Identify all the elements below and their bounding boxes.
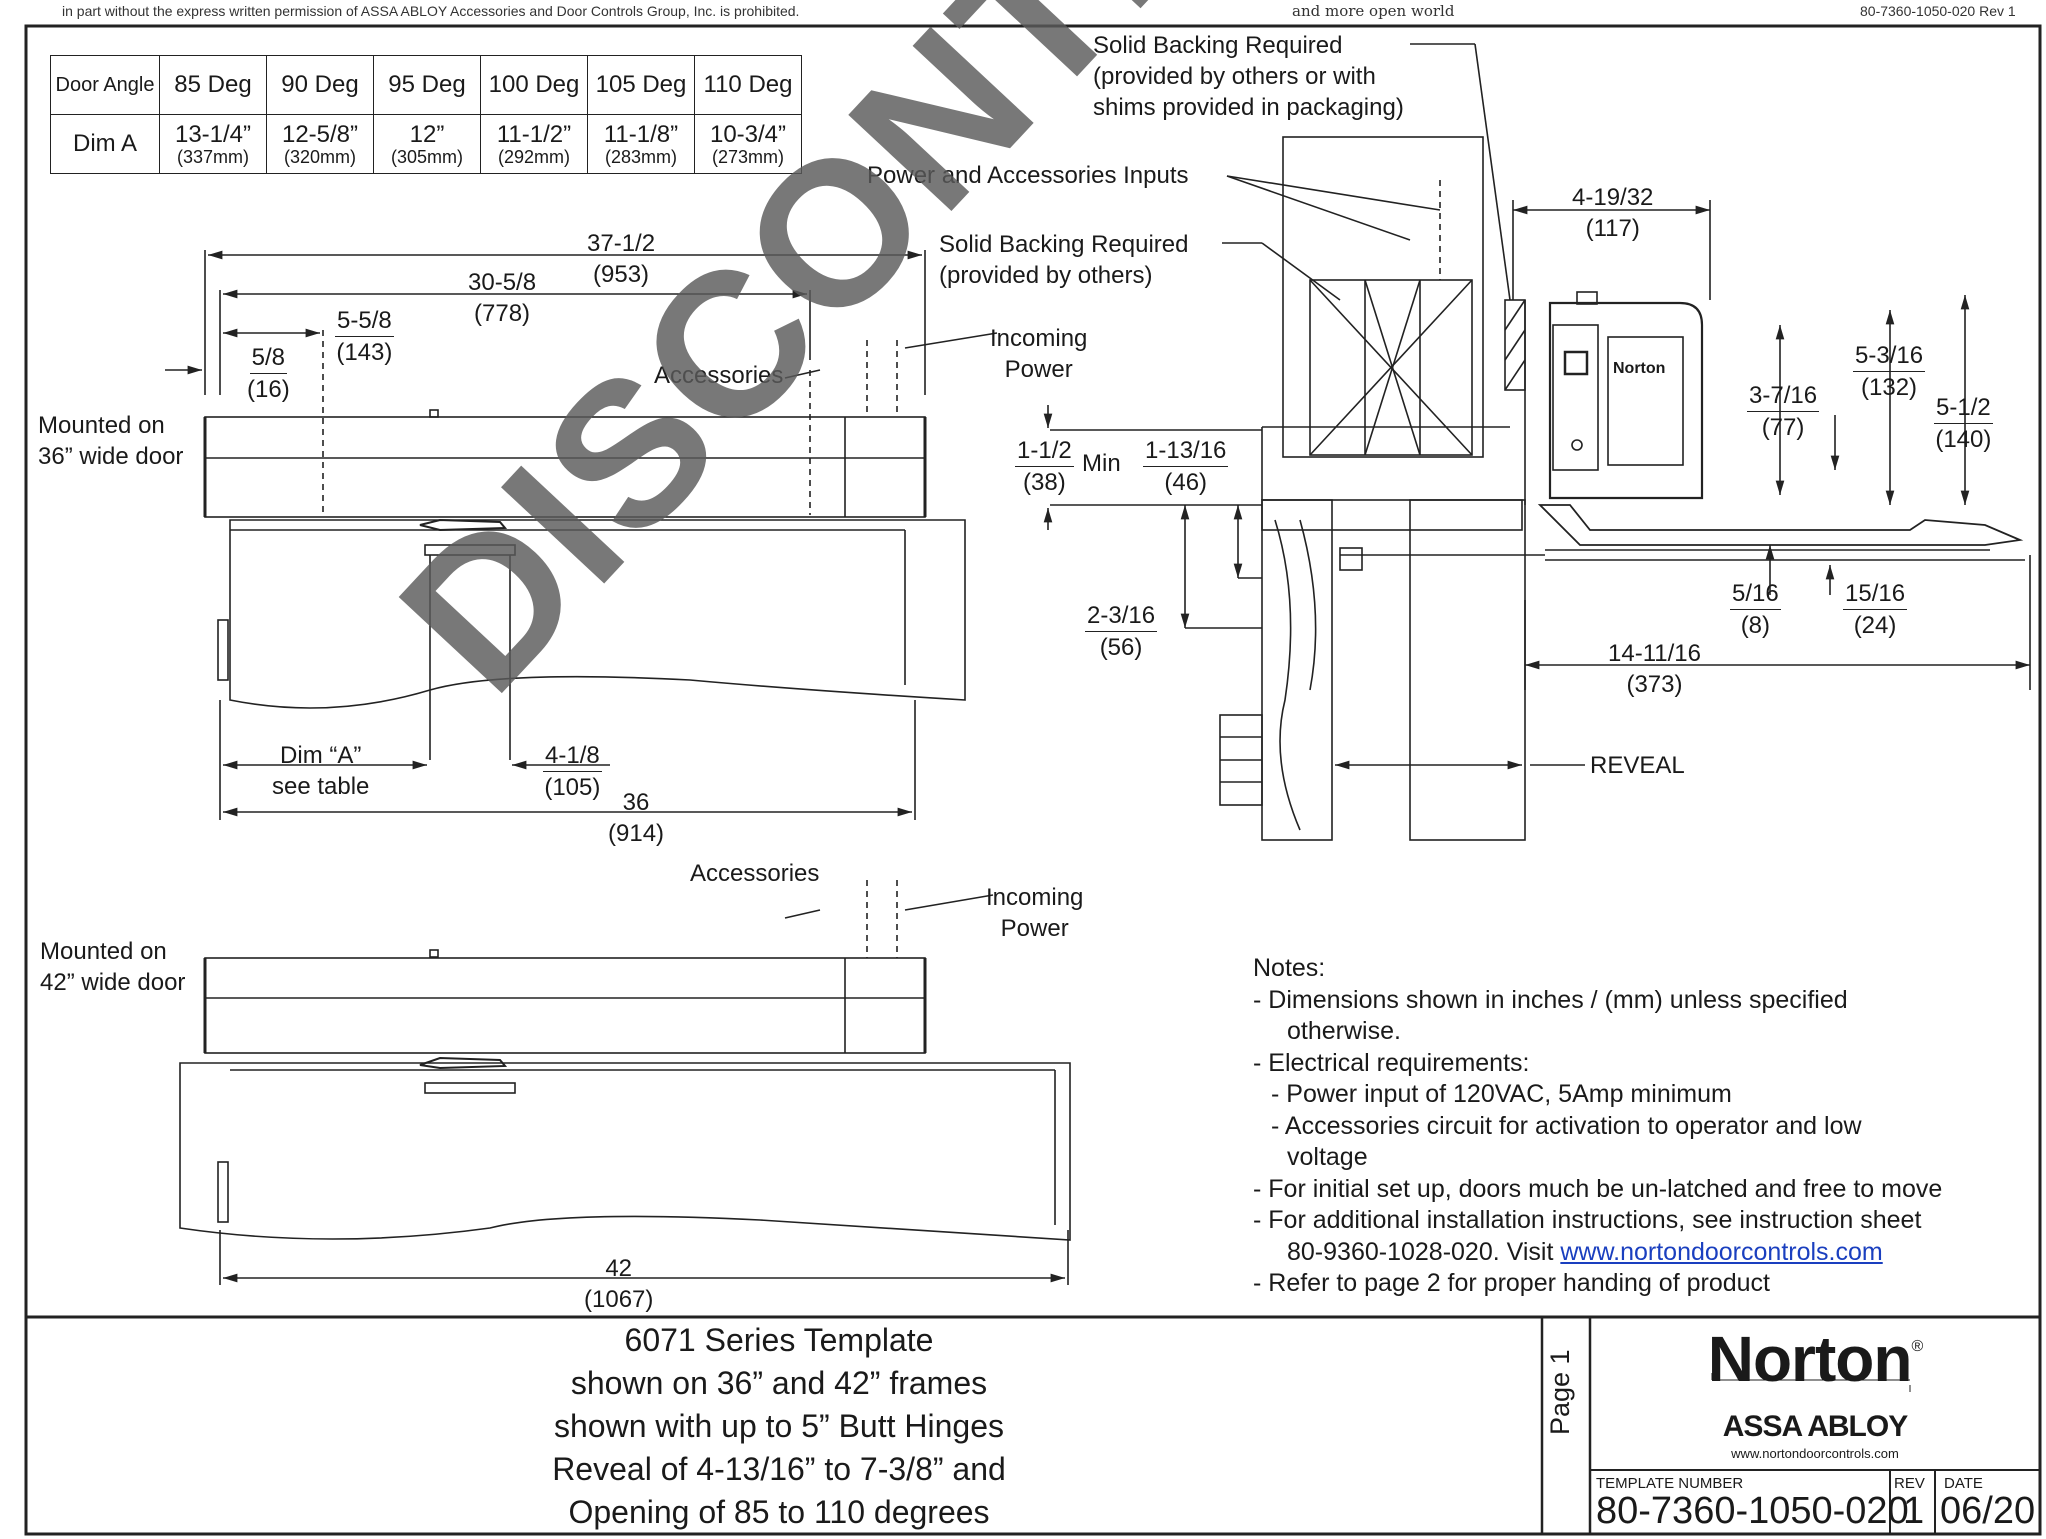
angle-cell: 110 Deg xyxy=(694,55,802,115)
min-label: Min xyxy=(1082,450,1121,477)
template-number: 80-7360-1050-020 xyxy=(1596,1490,1909,1532)
angle-cell: 105 Deg xyxy=(587,55,695,115)
section-view xyxy=(1043,43,2031,841)
copyright-notice: in part without the express written perm… xyxy=(62,3,800,19)
backing-required-top-label: Solid Backing Required(provided by other… xyxy=(1093,32,1404,121)
dim-5-8: 5/8(16) xyxy=(247,344,290,403)
dim-3-7-16: 3-7/16(77) xyxy=(1747,382,1820,441)
title-line: Opening of 85 to 110 degrees xyxy=(568,1493,990,1530)
dim-a-label: Dim “A”see table xyxy=(272,742,370,800)
note-item: otherwise. xyxy=(1287,1017,1401,1045)
note-item: 80-9360-1028-020. Visit www.nortondoorco… xyxy=(1287,1237,1883,1266)
dim-30-5-8: 30-5/8(778) xyxy=(468,269,537,327)
backing-required-mid-label: Solid Backing Required(provided by other… xyxy=(939,231,1189,289)
doc-reference: 80-7360-1050-020 Rev 1 xyxy=(1860,3,2016,19)
row-header-dim-a: Dim A xyxy=(50,114,160,174)
note-item: - Power input of 120VAC, 5Amp minimum xyxy=(1271,1080,1732,1108)
dim-15-16: 15/16(24) xyxy=(1843,580,1908,639)
title-block: 6071 Series Template shown on 36” and 42… xyxy=(28,1318,1530,1534)
door-angle-table: Door Angle 85 Deg 90 Deg 95 Deg 100 Deg … xyxy=(50,55,802,174)
dim-4-19-32: 4-19/32(117) xyxy=(1572,184,1654,242)
note-item: - Accessories circuit for activation to … xyxy=(1271,1111,1862,1140)
note-item: - Refer to page 2 for proper handing of … xyxy=(1253,1269,1770,1297)
drawing-border xyxy=(24,24,2042,1536)
note-item: voltage xyxy=(1287,1143,1368,1171)
power-inputs-label: Power and Accessories Inputs xyxy=(867,162,1189,189)
angle-cell: 95 Deg xyxy=(373,55,481,115)
date-value: 06/20 xyxy=(1940,1490,2036,1532)
notes-section: Notes: - Dimensions shown in inches / (m… xyxy=(1253,953,1942,1300)
title-line: shown on 36” and 42” frames xyxy=(570,1364,988,1401)
title-line: Reveal of 4-13/16” to 7-3/8” and xyxy=(552,1450,1006,1487)
brand-logo: Norton® ASSA ABLOY www.nortondoorcontrol… xyxy=(1707,1323,1923,1461)
note-item: - Electrical requirements: xyxy=(1253,1048,1530,1077)
dim-5-1-2: 5-1/2(140) xyxy=(1934,394,1993,453)
accessories-label: Accessories xyxy=(654,362,784,389)
reveal-label: REVEAL xyxy=(1590,752,1685,779)
title-line: shown with up to 5” Butt Hinges xyxy=(553,1407,1004,1444)
dim-a-cell: 12-5/8”(320mm) xyxy=(266,114,374,174)
rev-value: 1 xyxy=(1903,1490,1925,1532)
dim-42: 42(1067) xyxy=(584,1255,654,1313)
door-42-view xyxy=(179,880,1071,1285)
dim-5-5-8: 5-5/8(143) xyxy=(335,307,394,366)
dim-5-16: 5/16(8) xyxy=(1730,580,1781,639)
dim-a-cell: 12”(305mm) xyxy=(373,114,481,174)
unit-brand-label: Norton xyxy=(1613,360,1666,377)
page-number: Page 1 xyxy=(1545,1349,1575,1435)
door-36-view xyxy=(165,250,998,820)
row-header-door-angle: Door Angle xyxy=(50,55,160,115)
dim-4-1-8: 4-1/8(105) xyxy=(543,742,602,801)
note-item: - For initial set up, doors much be un-l… xyxy=(1253,1174,1943,1203)
dim-5-3-16: 5-3/16(132) xyxy=(1853,342,1926,401)
dim-a-cell: 11-1/2”(292mm) xyxy=(480,114,588,174)
slogan: and more open world xyxy=(1292,2,1455,20)
angle-cell: 85 Deg xyxy=(159,55,267,115)
dim-2-3-16: 2-3/16(56) xyxy=(1085,602,1158,661)
accessories-label-42: Accessories xyxy=(690,860,820,887)
dim-37-1-2: 37-1/2(953) xyxy=(587,230,656,288)
dim-a-cell: 11-1/8”(283mm) xyxy=(587,114,695,174)
angle-cell: 90 Deg xyxy=(266,55,374,115)
dim-a-cell: 13-1/4”(337mm) xyxy=(159,114,267,174)
dim-1-13-16: 1-13/16(46) xyxy=(1143,437,1229,496)
notes-heading: Notes: xyxy=(1253,954,1326,982)
note-item: - For additional installation instructio… xyxy=(1253,1206,1922,1234)
dim-a-cell: 10-3/4”(273mm) xyxy=(694,114,802,174)
rev-label: REV xyxy=(1894,1475,1925,1492)
angle-row: Door Angle 85 Deg 90 Deg 95 Deg 100 Deg … xyxy=(50,55,802,115)
dim-a-row: Dim A 13-1/4”(337mm) 12-5/8”(320mm) 12”(… xyxy=(50,114,802,174)
dim-14-11-16: 14-11/16(373) xyxy=(1608,640,1701,698)
dim-36: 36(914) xyxy=(608,789,665,847)
template-number-label: TEMPLATE NUMBER xyxy=(1596,1475,1744,1492)
date-label: DATE xyxy=(1944,1475,1983,1492)
note-item: - Dimensions shown in inches / (mm) unle… xyxy=(1253,985,1848,1014)
dim-1-1-2: 1-1/2(38) xyxy=(1015,437,1074,496)
angle-cell: 100 Deg xyxy=(480,55,588,115)
website-link[interactable]: www.nortondoorcontrols.com xyxy=(1560,1237,1883,1266)
title-line: 6071 Series Template xyxy=(624,1321,934,1358)
